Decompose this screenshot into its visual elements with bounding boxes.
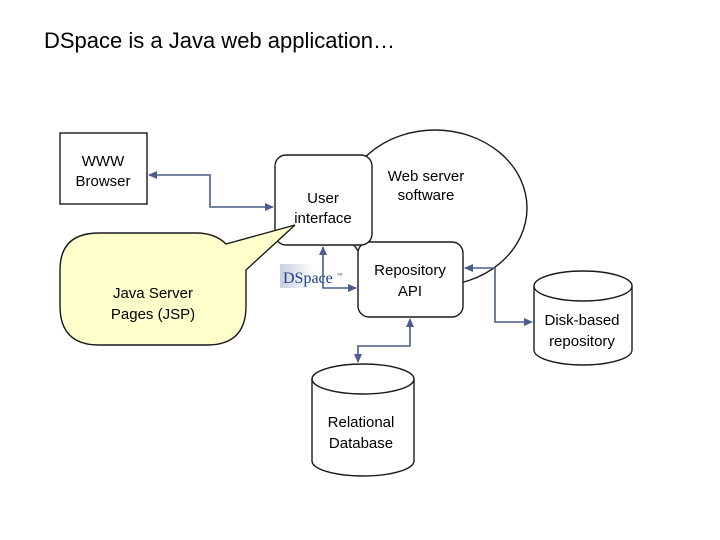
slide-title: DSpace is a Java web application… <box>44 28 395 53</box>
disk-repository-label-line1: Disk-based <box>544 312 619 329</box>
www-browser-label-line2: Browser <box>75 173 130 190</box>
web-server-label-line2: software <box>398 187 455 204</box>
disk-repository-body <box>533 286 633 366</box>
repository-api-node: Repository API <box>357 241 464 318</box>
connector-api-to-disk <box>464 264 533 326</box>
connector-api-to-database <box>354 318 414 363</box>
user-interface-node: User interface <box>274 154 373 246</box>
relational-database-body <box>311 379 415 477</box>
www-browser-label-line1: WWW <box>82 153 125 170</box>
repository-api-label-line2: API <box>398 283 422 300</box>
connector-browser-to-ui <box>148 171 274 211</box>
disk-repository-node: Disk-based repository <box>533 270 633 366</box>
disk-repository-label-line2: repository <box>549 333 615 350</box>
relational-database-label-line2: Database <box>329 435 393 452</box>
jsp-callout-label-line2: Pages (JSP) <box>111 306 195 323</box>
user-interface-box <box>274 154 373 246</box>
jsp-callout-balloon <box>59 224 296 346</box>
relational-database-node: Relational Database <box>311 363 415 477</box>
dspace-logo-wordmark: DSpace <box>283 270 333 287</box>
dspace-logo: DSpace ™ <box>280 264 343 288</box>
relational-database-top <box>311 363 415 395</box>
web-server-label-line1: Web server <box>388 168 464 185</box>
www-browser-node: WWW Browser <box>59 132 148 205</box>
user-interface-label-line1: User <box>307 190 339 207</box>
dspace-logo-trademark: ™ <box>337 273 343 279</box>
jsp-callout-label-line1: Java Server <box>113 285 193 302</box>
repository-api-label-line1: Repository <box>374 262 446 279</box>
repository-api-box <box>357 241 464 318</box>
www-browser-box <box>59 132 148 205</box>
jsp-callout: Java Server Pages (JSP) <box>59 224 296 346</box>
dspace-logo-text: DSpace ™ <box>283 270 343 287</box>
user-interface-label-line2: interface <box>294 210 352 227</box>
relational-database-label-line1: Relational <box>328 414 395 431</box>
connector-ui-to-api <box>319 246 357 292</box>
disk-repository-top <box>533 270 633 302</box>
